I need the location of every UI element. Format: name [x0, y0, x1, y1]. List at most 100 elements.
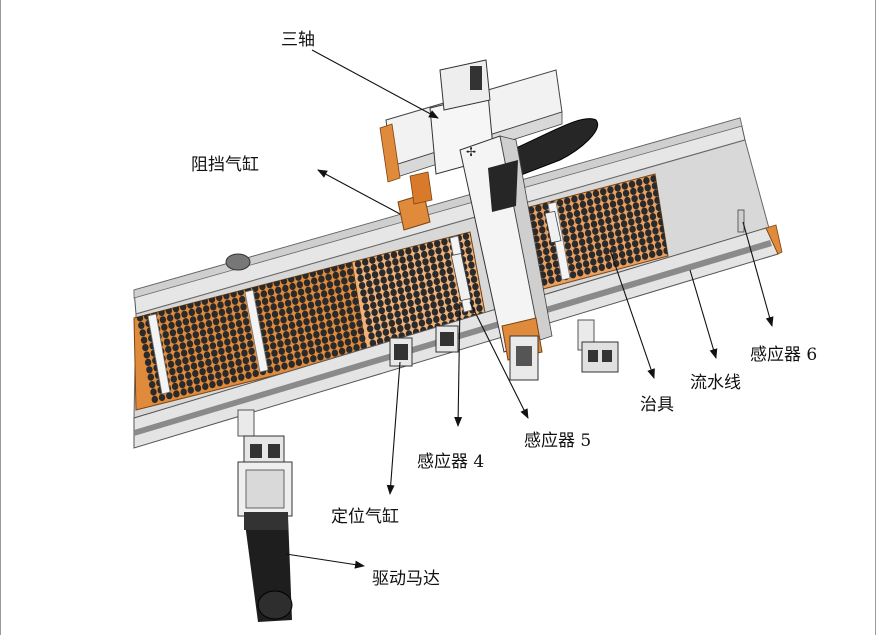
fixture-hole [321, 336, 329, 344]
fixture-hole [178, 334, 185, 342]
fixture-hole [223, 377, 230, 385]
label-conveyor: 流水线 [690, 373, 741, 393]
fixture-hole [643, 222, 651, 230]
fixture-hole [314, 338, 321, 346]
fixture-hole [386, 267, 393, 275]
fixture-hole [592, 189, 600, 198]
fixture-hole [625, 204, 632, 212]
fixture-hole [369, 256, 376, 264]
fixture-hole [186, 379, 193, 387]
fixture-hole [292, 297, 299, 305]
fixture-hole [570, 233, 577, 241]
fixture-hole [180, 349, 188, 357]
fixture-hole [212, 318, 220, 326]
fixture-hole [189, 316, 197, 324]
fixture-hole [417, 274, 425, 282]
fixture-hole [339, 308, 346, 317]
fixture-hole [176, 366, 183, 374]
fixture-hole [183, 364, 190, 372]
fixture-hole [462, 232, 470, 240]
fixture-hole [449, 281, 456, 289]
fixture-plates [133, 173, 669, 411]
fixture-hole [653, 234, 660, 242]
fixture-hole [337, 301, 345, 309]
fixture-hole [443, 290, 450, 298]
fixture-hole [215, 371, 222, 379]
fixture-hole [645, 191, 653, 199]
fixture-hole [319, 321, 326, 329]
fixture-hole [579, 200, 587, 208]
fixture-hole [297, 327, 304, 335]
fixture-hole [342, 323, 349, 331]
fixture-hole [434, 240, 441, 248]
fixture-hole [352, 297, 359, 305]
fixture-hole [421, 250, 428, 259]
fixture-hole [278, 347, 285, 355]
fixture-hole [439, 268, 446, 276]
fixture-hole [569, 271, 577, 279]
fixture-hole [260, 290, 267, 298]
fixture-hole [144, 358, 152, 366]
fixture-hole [374, 285, 381, 293]
fixture-hole [351, 336, 359, 344]
fixture-hole [230, 375, 238, 383]
label-positioning-cylinder: 定位气缸 [331, 507, 399, 527]
fixture-hole [188, 347, 195, 355]
fixture-hole [171, 336, 178, 344]
fixture-hole [219, 355, 226, 363]
fixture-hole [244, 325, 251, 333]
fixture-hole [138, 321, 145, 329]
fixture-hole [381, 283, 389, 291]
fixture-hole [348, 275, 355, 283]
fixture-hole [238, 373, 245, 381]
fixture-hole [356, 320, 363, 328]
fixture-hole [177, 373, 185, 381]
label-sensor-6: 感应器 6 [750, 345, 818, 365]
fixture-hole [194, 338, 201, 346]
fixture-hole [287, 353, 294, 361]
fixture-hole [327, 327, 334, 335]
fixture-hole [234, 351, 241, 359]
fixture-hole [243, 318, 250, 326]
fixture-hole [608, 193, 615, 201]
fixture-hole [637, 186, 644, 194]
fixture-hole [559, 213, 566, 221]
fixture-hole [204, 312, 211, 320]
fixture-hole [465, 247, 472, 255]
fixture-hole [251, 362, 258, 370]
fixture-hole [297, 288, 305, 296]
fixture-hole [446, 267, 453, 275]
fixture-hole [388, 319, 395, 327]
fixture-hole [644, 184, 651, 192]
fixture-hole [537, 219, 545, 227]
fixture-hole [616, 236, 623, 244]
fixture-hole [429, 256, 436, 264]
fixture-hole [332, 310, 339, 318]
fixture-hole [207, 373, 215, 381]
fixture-hole [542, 202, 549, 210]
fixture-hole [593, 235, 600, 243]
fixture-hole [413, 252, 421, 260]
fixture-hole [428, 249, 435, 257]
fixture-hole [442, 283, 449, 291]
fixture-hole [303, 279, 311, 287]
fixture-hole [640, 245, 647, 253]
fixture-hole [568, 264, 575, 272]
fixture-hole [377, 299, 384, 308]
fixture-hole [283, 331, 290, 339]
fixture-hole [311, 277, 318, 285]
fixture-hole [196, 353, 203, 361]
fixture-hole [443, 252, 451, 260]
fixture-hole [450, 288, 457, 296]
fixture-hole [351, 290, 358, 298]
fixture-hole [347, 268, 354, 276]
frame-left-edge [0, 0, 1, 635]
fixture-hole [225, 307, 233, 315]
fixture-hole [423, 303, 430, 311]
fixture-hole [397, 287, 404, 295]
fixture-hole [583, 222, 590, 230]
fixture-hole [410, 276, 417, 284]
fixture-hole [418, 319, 426, 327]
fixture-hole [468, 261, 475, 269]
fixture-hole [419, 281, 426, 289]
